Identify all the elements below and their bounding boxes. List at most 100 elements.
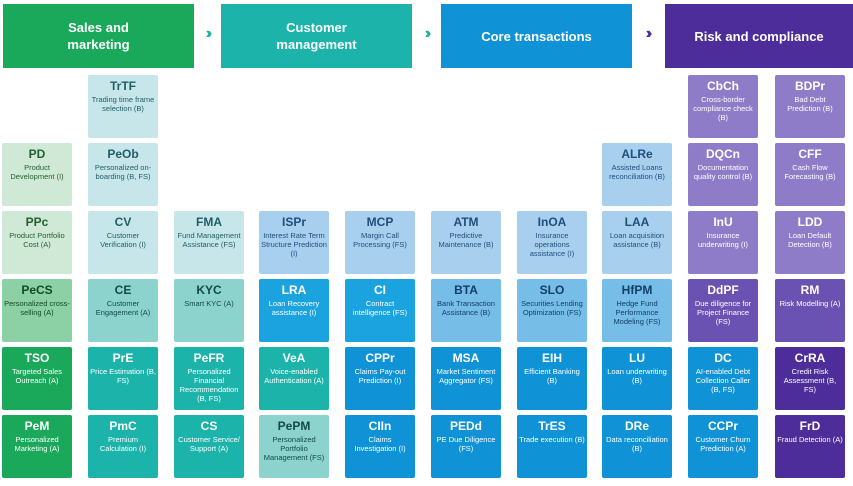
tile-name: Customer Service/ Support (A): [178, 435, 240, 453]
tile-abbr: MCP: [366, 215, 394, 229]
tile-name: Personalized on-boarding (B, FS): [94, 163, 152, 181]
header-sales-and-marketing: Sales and marketing: [3, 4, 194, 68]
tile-abbr: PmC: [109, 419, 137, 433]
tile-name: Due diligence for Project Finance (FS): [694, 299, 752, 326]
tile-inoa: InOA Insurance operations assistance (I): [517, 211, 587, 274]
tile-name: Trade execution (B): [519, 435, 585, 444]
tile-fma: FMA Fund Management Assistance (FS): [174, 211, 244, 274]
tile-ldd: LDD Loan Default Detection (B): [775, 211, 845, 274]
tile-name: Insurance operations assistance (I): [529, 231, 575, 258]
tile-abbr: CI: [374, 283, 386, 297]
tile-abbr: LDD: [797, 215, 823, 229]
tile-pd: PD Product Development (I): [2, 143, 72, 206]
tile-kyc: KYC Smart KYC (A): [174, 279, 244, 342]
tile-abbr: PeOb: [107, 147, 139, 161]
tile-name: Fund Management Assistance (FS): [177, 231, 241, 249]
tile-name: Credit Risk Assessment (B, FS): [783, 367, 837, 394]
tile-abbr: RM: [800, 283, 820, 297]
tile-name: Data reconciliation (B): [606, 435, 668, 453]
chevron-right-icon: ››: [645, 25, 653, 42]
tile-abbr: PeCS: [21, 283, 53, 297]
tile-ce: CE Customer Engagement (A): [88, 279, 158, 342]
tile-name: Interest Rate Term Structure Prediction …: [261, 231, 327, 258]
tile-pre: PrE Price Estimation (B, FS): [88, 347, 158, 410]
tile-peob: PeOb Personalized on-boarding (B, FS): [88, 143, 158, 206]
tile-ccpr: CCPr Customer Churn Prediction (A): [688, 415, 758, 478]
tile-abbr: TrES: [538, 419, 566, 433]
tile-dc: DC AI-enabled Debt Collection Caller (B,…: [688, 347, 758, 410]
tile-abbr: InOA: [537, 215, 567, 229]
tile-abbr: ALRe: [621, 147, 653, 161]
tile-abbr: LRA: [281, 283, 307, 297]
header-risk-and-compliance: Risk and compliance: [665, 4, 853, 68]
tile-abbr: BTA: [454, 283, 478, 297]
tile-abbr: DdPF: [707, 283, 739, 297]
tile-name: Product Development (I): [10, 163, 64, 181]
header-risk-label: Risk and compliance: [694, 28, 824, 44]
tile-name: Cash Flow Forecasting (B): [784, 163, 836, 181]
tile-abbr: FMA: [196, 215, 222, 229]
tile-name: Loan Default Detection (B): [788, 231, 832, 249]
tile-msa: MSA Market Sentiment Aggregator (FS): [431, 347, 501, 410]
tile-abbr: TrTF: [110, 79, 136, 93]
tile-ispr: ISPr Interest Rate Term Structure Predic…: [259, 211, 329, 274]
tile-abbr: PrE: [112, 351, 134, 365]
tile-cff: CFF Cash Flow Forecasting (B): [775, 143, 845, 206]
tile-name: Contract intelligence (FS): [352, 299, 408, 317]
tile-name: Bank Transaction Assistance (B): [437, 299, 495, 317]
tile-vea: VeA Voice-enabled Authentication (A): [259, 347, 329, 410]
tile-abbr: FrD: [799, 419, 821, 433]
header-sales-label: Sales and marketing: [67, 20, 130, 52]
tile-tres: TrES Trade execution (B): [517, 415, 587, 478]
tile-hfpm: HfPM Hedge Fund Performance Modeling (FS…: [602, 279, 672, 342]
tile-name: Smart KYC (A): [184, 299, 234, 308]
tile-name: Product Portfolio Cost (A): [9, 231, 65, 249]
tile-abbr: PD: [28, 147, 46, 161]
tile-abbr: PPc: [25, 215, 49, 229]
tile-ci: CI Contract intelligence (FS): [345, 279, 415, 342]
tile-abbr: EIH: [541, 351, 562, 365]
tile-abbr: DRe: [624, 419, 649, 433]
tile-abbr: VeA: [282, 351, 306, 365]
tile-abbr: CV: [114, 215, 132, 229]
tile-pefr: PeFR Personalized Financial Recommendati…: [174, 347, 244, 410]
chevron-right-icon: ››: [424, 25, 432, 42]
tile-name: Targeted Sales Outreach (A): [11, 367, 63, 385]
chevron-right-icon: ››: [205, 25, 213, 42]
tile-abbr: PeM: [24, 419, 50, 433]
tile-abbr: TSO: [24, 351, 50, 365]
tile-ddpf: DdPF Due diligence for Project Finance (…: [688, 279, 758, 342]
tile-bta: BTA Bank Transaction Assistance (B): [431, 279, 501, 342]
tile-name: Margin Call Processing (FS): [353, 231, 407, 249]
tile-pecs: PeCS Personalized cross-selling (A): [2, 279, 72, 342]
tile-name: Personalized Financial Recommendation (B…: [179, 367, 239, 403]
tile-bdpr: BDPr Bad Debt Prediction (B): [775, 75, 845, 138]
header-core-label: Core transactions: [481, 28, 592, 44]
tile-cv: CV Customer Verification (I): [88, 211, 158, 274]
tile-name: AI-enabled Debt Collection Caller (B, FS…: [695, 367, 751, 394]
tile-frd: FrD Fraud Detection (A): [775, 415, 845, 478]
tile-ciin: CIIn Claims Investigation (I): [345, 415, 415, 478]
tile-name: Voice-enabled Authentication (A): [264, 367, 324, 385]
tile-abbr: CS: [200, 419, 218, 433]
tile-name: Predictive Maintenance (B): [438, 231, 494, 249]
tile-abbr: DC: [714, 351, 732, 365]
tile-abbr: ATM: [453, 215, 479, 229]
tile-crra: CrRA Credit Risk Assessment (B, FS): [775, 347, 845, 410]
tile-name: PE Due Diligence (FS): [436, 435, 496, 453]
tile-abbr: PePM: [277, 419, 311, 433]
tile-name: Fraud Detection (A): [777, 435, 843, 444]
tile-name: Personalized Portfolio Management (FS): [263, 435, 325, 462]
tile-name: Securities Lending Optimization (FS): [521, 299, 583, 317]
tile-ppc: PPc Product Portfolio Cost (A): [2, 211, 72, 274]
tile-name: Documentation quality control (B): [693, 163, 753, 181]
tile-abbr: DQCn: [706, 147, 740, 161]
tile-name: Price Estimation (B, FS): [90, 367, 156, 385]
tile-name: Premium Calculation (I): [99, 435, 147, 453]
tile-name: Customer Churn Prediction (A): [695, 435, 751, 453]
tile-abbr: KYC: [196, 283, 222, 297]
tile-rm: RM Risk Modelling (A): [775, 279, 845, 342]
tile-abbr: ISPr: [281, 215, 306, 229]
tile-abbr: CCPr: [707, 419, 738, 433]
tile-pedd: PEDd PE Due Diligence (FS): [431, 415, 501, 478]
